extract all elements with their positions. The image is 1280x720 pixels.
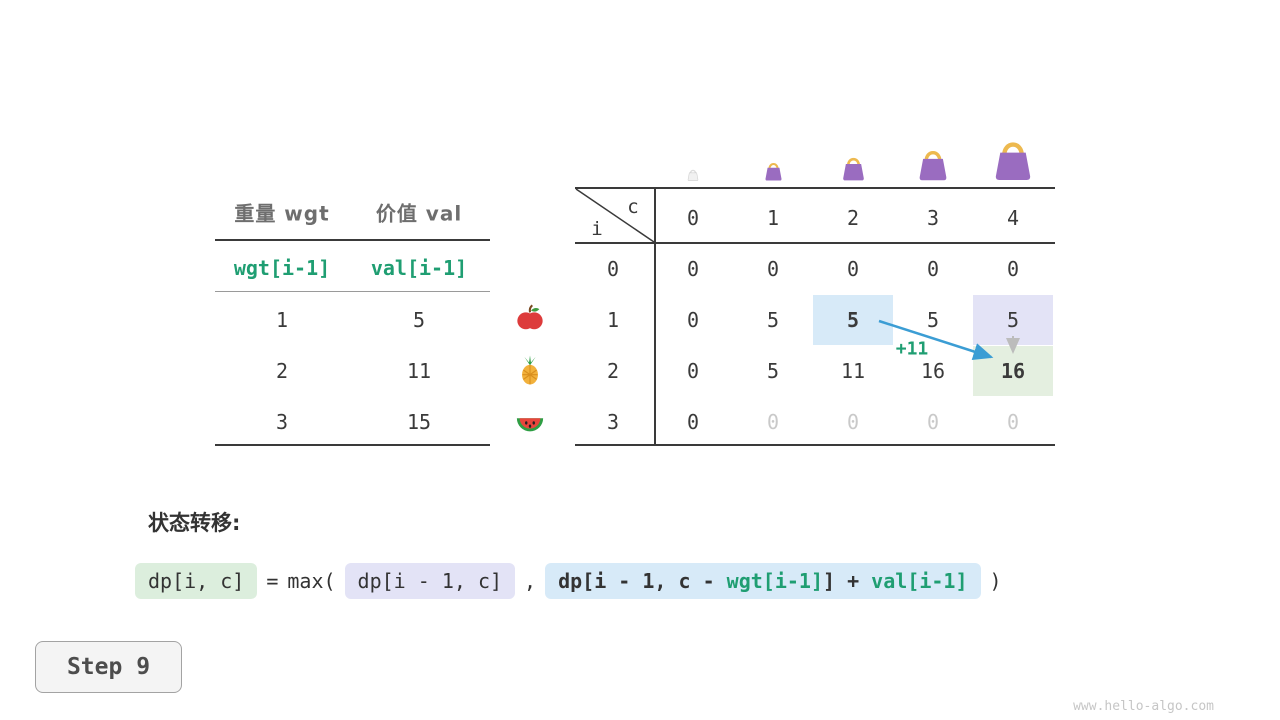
dp-cell-pending: 0 <box>926 410 940 434</box>
items-val-formula: val[i-1] <box>370 256 468 280</box>
dp-cell: 0 <box>846 257 860 281</box>
dp-table-vertical-rule <box>654 187 656 446</box>
bag-icon-capacity-0 <box>687 169 699 181</box>
dp-row-header: 2 <box>606 359 620 383</box>
transition-add-annotation: +11 <box>895 338 929 360</box>
item-row-wgt: 3 <box>275 410 289 434</box>
formula-lhs: dp[i, c] <box>135 563 258 599</box>
dp-cell: 5 <box>766 359 780 383</box>
dp-row-header: 0 <box>606 257 620 281</box>
item-row-wgt: 1 <box>275 308 289 332</box>
dp-corner-row-label: i <box>591 218 603 240</box>
item-row-val: 15 <box>406 410 432 434</box>
transition-formula: dp[i, c] = max( dp[i - 1, c] , dp[i - 1,… <box>135 563 1002 599</box>
bag-icon-capacity-3 <box>919 150 947 181</box>
bag-icon-capacity-2 <box>843 157 864 181</box>
step-badge: Step 9 <box>35 641 182 693</box>
bag-icon-capacity-1 <box>765 162 782 181</box>
dp-col-header: 2 <box>846 206 860 230</box>
dp-col-header: 3 <box>926 206 940 230</box>
dp-cell: 0 <box>686 359 700 383</box>
dp-cell: 0 <box>686 308 700 332</box>
formula-option-take: dp[i - 1, c - wgt[i-1]] + val[i-1] <box>545 563 981 599</box>
formula-close-paren: ) <box>989 569 1002 593</box>
dp-cell-pending: 0 <box>766 410 780 434</box>
dp-cell: 5 <box>766 308 780 332</box>
dp-table-top-rule <box>575 187 1055 189</box>
formula-take-val: val[i-1] <box>871 569 968 593</box>
items-table-mid-rule <box>215 291 490 292</box>
dp-cell: 11 <box>840 359 866 383</box>
dp-cell-current: 16 <box>1000 359 1026 383</box>
pineapple-icon <box>522 355 538 385</box>
formula-take-wgt: wgt[i-1] <box>726 569 823 593</box>
dp-col-header: 0 <box>686 206 700 230</box>
dp-cell: 0 <box>686 410 700 434</box>
formula-option-keep: dp[i - 1, c] <box>344 563 516 599</box>
dp-cell: 0 <box>686 257 700 281</box>
dp-cell: 0 <box>1006 257 1020 281</box>
dp-cell-source: 5 <box>846 308 860 332</box>
formula-equals: = <box>266 569 279 593</box>
watermelon-icon <box>516 418 544 432</box>
corner-diagonal-line <box>575 188 655 243</box>
items-table-header-val: 价值 val <box>375 201 463 226</box>
bag-icon-capacity-4 <box>995 142 1031 181</box>
item-row-val: 5 <box>412 308 426 332</box>
item-row-val: 11 <box>406 359 432 383</box>
dp-col-header: 1 <box>766 206 780 230</box>
dp-table-bottom-rule <box>575 444 1055 446</box>
dp-cell-pending: 0 <box>1006 410 1020 434</box>
dp-cell: 0 <box>766 257 780 281</box>
item-row-wgt: 2 <box>275 359 289 383</box>
formula-take-part1: dp[i - 1, c - <box>558 569 727 593</box>
items-table-top-rule <box>215 239 490 241</box>
items-wgt-formula: wgt[i-1] <box>233 256 331 280</box>
dp-row-header: 1 <box>606 308 620 332</box>
watermark: www.hello-algo.com <box>1073 699 1214 714</box>
formula-take-part2: ] + <box>823 569 872 593</box>
dp-cell-pending: 0 <box>846 410 860 434</box>
items-table-bottom-rule <box>215 444 490 446</box>
items-table-header-wgt: 重量 wgt <box>234 201 330 226</box>
apple-icon <box>517 304 543 330</box>
formula-max-open: max( <box>287 569 336 593</box>
dp-col-header: 4 <box>1006 206 1020 230</box>
dp-cell: 5 <box>926 308 940 332</box>
formula-comma: , <box>524 569 537 593</box>
dp-cell-above: 5 <box>1006 308 1020 332</box>
dp-cell: 16 <box>920 359 946 383</box>
dp-cell: 0 <box>926 257 940 281</box>
dp-table-header-rule <box>575 242 1055 244</box>
dp-row-header: 3 <box>606 410 620 434</box>
transition-label: 状态转移: <box>148 511 241 535</box>
dp-corner-col-label: c <box>627 196 639 218</box>
